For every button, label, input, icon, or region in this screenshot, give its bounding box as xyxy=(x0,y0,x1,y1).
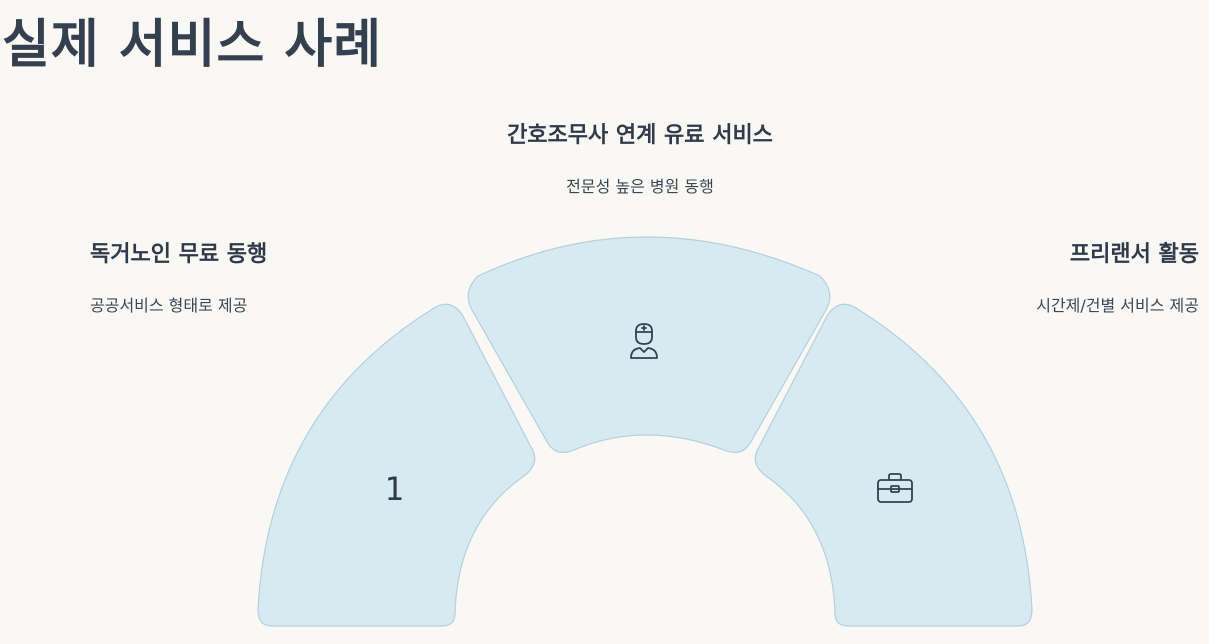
segment-title-left: 독거노인 무료 동행 xyxy=(90,242,268,267)
segment-label-left: 독거노인 무료 동행 공공서비스 형태로 제공 xyxy=(90,236,267,316)
segment-number-marker: 1 xyxy=(384,470,403,508)
briefcase-icon xyxy=(877,473,913,503)
segment-title-right: 프리랜서 활동 xyxy=(1069,242,1199,267)
segment-top xyxy=(467,236,831,453)
segment-right xyxy=(754,303,1033,627)
nurse-icon xyxy=(630,323,658,359)
segment-left xyxy=(257,303,536,627)
segment-label-top: 간호조무사 연계 유료 서비스 전문성 높은 병원 동행 xyxy=(470,117,810,197)
segment-label-right: 프리랜서 활동 시간제/건별 서비스 제공 xyxy=(1036,236,1199,316)
segment-title-top: 간호조무사 연계 유료 서비스 xyxy=(507,123,773,148)
segment-subtitle-top: 전문성 높은 병원 동행 xyxy=(566,177,714,196)
page-title: 실제 서비스 사례 xyxy=(2,15,383,75)
segment-subtitle-right: 시간제/건별 서비스 제공 xyxy=(1036,296,1199,315)
segment-subtitle-left: 공공서비스 형태로 제공 xyxy=(90,296,248,315)
